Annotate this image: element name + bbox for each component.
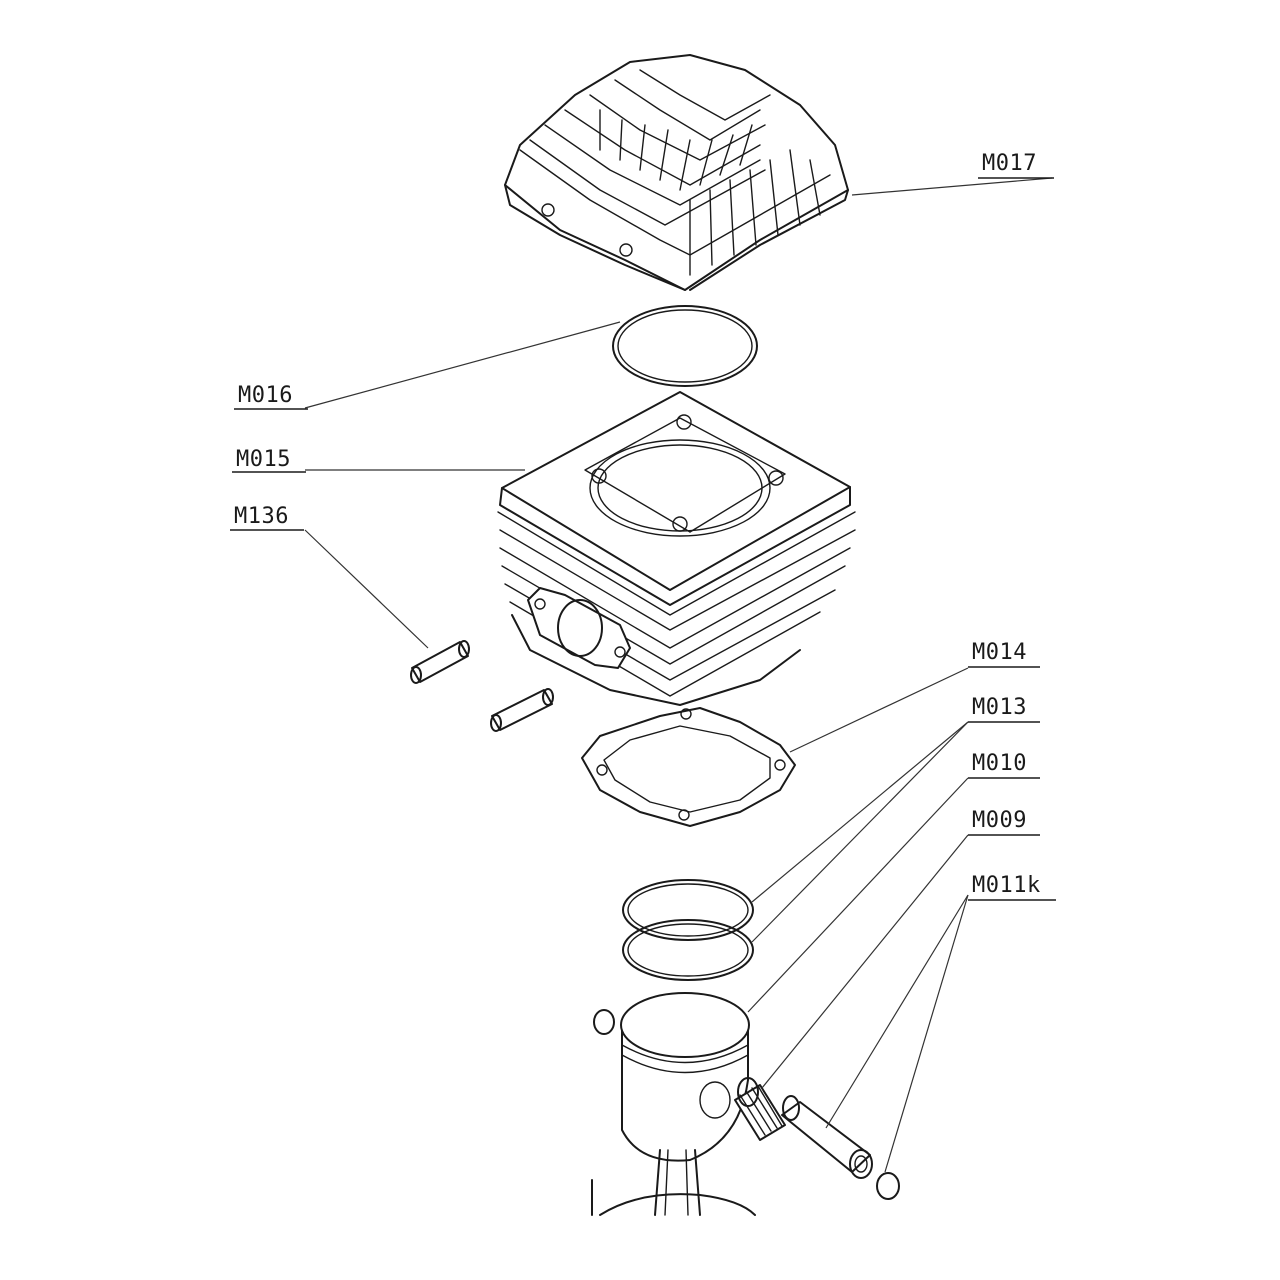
part-label-m136: M136: [230, 504, 304, 531]
label-text-m013: M013: [972, 695, 1027, 720]
part-label-m017: M017: [978, 151, 1054, 179]
needle-bearing: [734, 1077, 786, 1141]
piston-ring-upper: [622, 879, 754, 941]
label-text-m136: M136: [234, 504, 289, 529]
connecting-rod: [591, 1149, 756, 1216]
cylinder-barrel: [497, 391, 856, 706]
label-text-m016: M016: [238, 383, 293, 408]
label-text-m009: M009: [972, 808, 1027, 833]
label-text-m014: M014: [972, 640, 1027, 665]
part-label-m013: M013: [968, 695, 1040, 723]
dowel-pin-1: [410, 640, 470, 684]
leader-lines: [304, 177, 1053, 1173]
part-label-m011k: M011k: [968, 873, 1056, 901]
part-label-m014: M014: [968, 640, 1040, 668]
part-label-m016: M016: [234, 383, 308, 410]
piston: [593, 992, 750, 1162]
label-text-m015: M015: [236, 447, 291, 472]
part-label-m015: M015: [232, 447, 306, 473]
label-text-m011k: M011k: [972, 873, 1041, 898]
piston-pin: [781, 1095, 873, 1179]
cylinder-head: [504, 54, 849, 291]
head-o-ring: [612, 305, 758, 387]
part-label-m009: M009: [968, 808, 1040, 836]
base-gasket: [581, 707, 796, 827]
circlip: [876, 1172, 900, 1200]
dowel-pin-2: [490, 688, 554, 732]
part-label-m010: M010: [968, 751, 1040, 779]
label-text-m017: M017: [982, 151, 1037, 176]
piston-ring-lower: [622, 919, 754, 981]
label-text-m010: M010: [972, 751, 1027, 776]
